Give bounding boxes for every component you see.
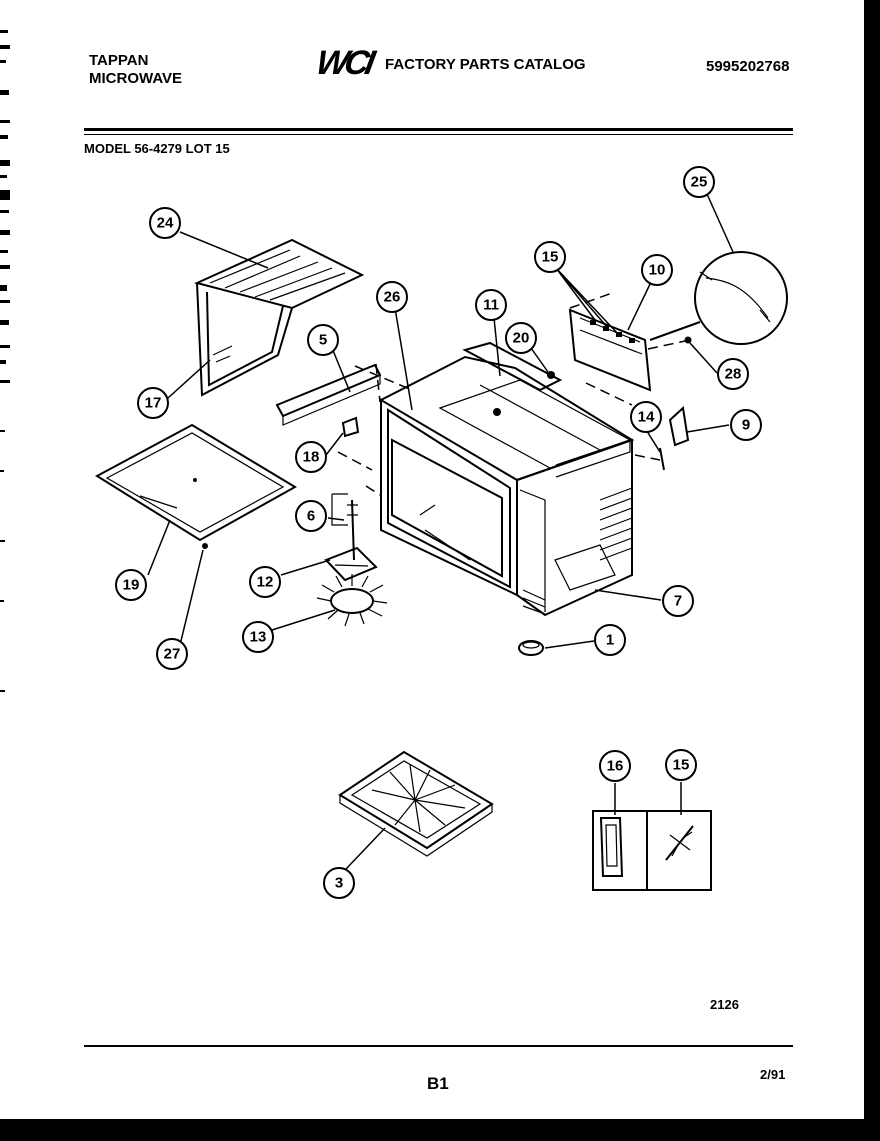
svg-text:1: 1: [606, 632, 614, 649]
part-stirrer-blade: [324, 546, 378, 582]
callout-15-top: 15: [534, 241, 566, 273]
callout-10: 10: [641, 254, 673, 286]
part-14-screw: [659, 447, 665, 471]
part-control-panel: [568, 308, 652, 392]
callout-6: 6: [295, 500, 327, 532]
callout-19: 19: [115, 569, 147, 601]
part-1-foot: [518, 640, 544, 656]
svg-text:9: 9: [742, 417, 750, 434]
callout-20: 20: [505, 322, 537, 354]
svg-text:19: 19: [123, 577, 140, 594]
callout-3: 3: [323, 867, 355, 899]
svg-text:7: 7: [674, 593, 682, 610]
header-rule-thin: [84, 134, 793, 135]
svg-text:6: 6: [307, 508, 315, 525]
svg-text:15: 15: [673, 757, 690, 774]
callout-24: 24: [149, 207, 181, 239]
part-stirrer-fan: [316, 574, 388, 627]
callout-12: 12: [249, 566, 281, 598]
callout-14: 14: [630, 401, 662, 433]
diagram-number: 2126: [710, 997, 739, 1012]
inset-box: [592, 810, 712, 891]
svg-text:14: 14: [638, 409, 655, 426]
callout-7: 7: [662, 585, 694, 617]
svg-text:28: 28: [725, 366, 742, 383]
svg-text:13: 13: [250, 629, 267, 646]
part-25-detail: [649, 251, 788, 345]
brand-line-1: TAPPAN: [89, 52, 149, 69]
callout-1: 1: [594, 624, 626, 656]
callout-15-inset: 15: [665, 749, 697, 781]
revision-date: 2/91: [760, 1067, 786, 1082]
svg-text:17: 17: [145, 395, 162, 412]
svg-text:3: 3: [335, 875, 343, 892]
part-oven-cavity: [380, 355, 635, 617]
wci-logo: WCI: [318, 44, 379, 78]
svg-text:15: 15: [542, 249, 559, 266]
callout-13: 13: [242, 621, 274, 653]
callout-16: 16: [599, 750, 631, 782]
svg-text:26: 26: [384, 289, 401, 306]
footer-rule: [84, 1045, 793, 1047]
parts-diagram: .p { fill: none; stroke: #000; stroke-wi…: [95, 166, 788, 899]
svg-text:24: 24: [157, 215, 174, 232]
catalog-title: FACTORY PARTS CATALOG: [385, 56, 586, 73]
scan-border-right: [864, 0, 880, 1141]
callout-28: 28: [717, 358, 749, 390]
svg-text:12: 12: [257, 574, 274, 591]
header-rule-thick: [84, 128, 793, 131]
svg-text:25: 25: [691, 174, 708, 191]
part-top-frame: [462, 341, 563, 392]
svg-text:5: 5: [319, 332, 327, 349]
part-door-frame: [95, 423, 297, 542]
callout-5: 5: [307, 324, 339, 356]
svg-text:20: 20: [513, 330, 530, 347]
svg-text:16: 16: [607, 758, 624, 775]
callout-9: 9: [730, 409, 762, 441]
callout-11: 11: [475, 289, 507, 321]
svg-text:11: 11: [483, 297, 499, 314]
part-rack-tray: [338, 750, 494, 857]
part-9-bracket: [668, 405, 690, 447]
svg-text:27: 27: [164, 646, 181, 663]
leader-lines: [147, 193, 734, 871]
callout-26-top: 26: [376, 281, 408, 313]
scan-edge-left: [0, 30, 10, 692]
callout-25: 25: [683, 166, 715, 198]
scan-border-bottom: [0, 1119, 880, 1141]
part-27-screw: [202, 543, 208, 549]
part-18-clip: [341, 416, 360, 438]
svg-text:18: 18: [303, 449, 320, 466]
svg-text:10: 10: [649, 262, 666, 279]
callout-18: 18: [295, 441, 327, 473]
page-label: B1: [427, 1074, 449, 1093]
brand-line-2: MICROWAVE: [89, 70, 183, 87]
catalog-number: 5995202768: [706, 58, 790, 75]
part-20-knob: [547, 371, 555, 379]
assembly-dashed-lines: [337, 291, 691, 496]
model-label: MODEL 56-4279 LOT 15: [84, 141, 230, 156]
callout-17: 17: [137, 387, 169, 419]
part-bracket-rail: [275, 363, 382, 426]
callout-27: 27: [156, 638, 188, 670]
part-outer-wrapper: [194, 238, 365, 397]
